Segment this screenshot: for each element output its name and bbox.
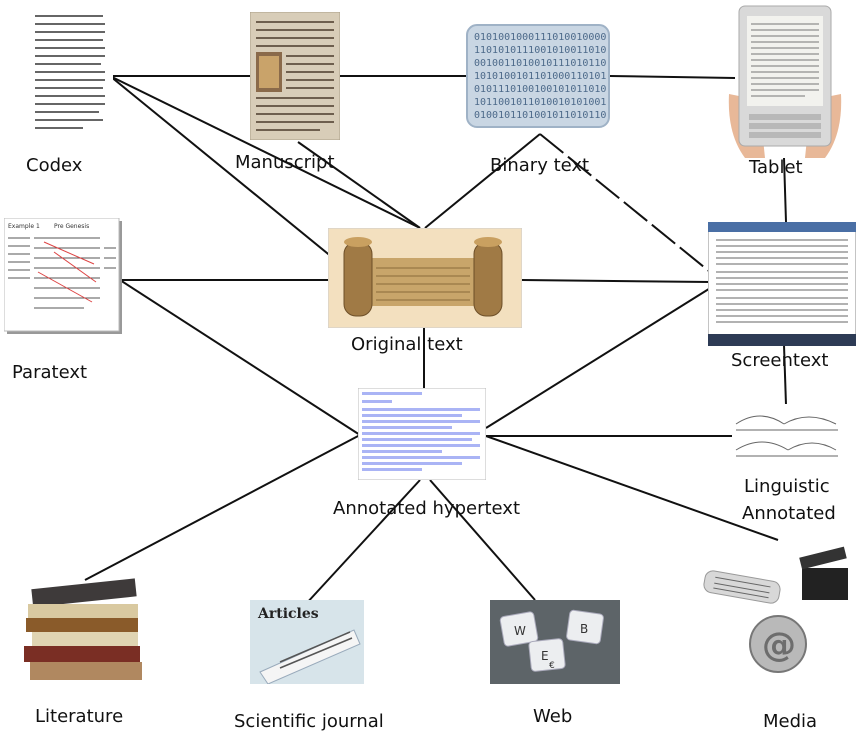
media-image: @ [703,546,848,673]
svg-text:0010011010010111010110: 0010011010010111010110 [474,58,606,69]
manuscript-image [250,12,340,140]
svg-text:0101110100100101011010: 0101110100100101011010 [474,84,606,95]
line-annotated-web [429,479,536,601]
label-binary-text: Binary text [490,155,590,176]
label-codex: Codex [26,155,83,176]
annotated-hypertext-image [358,388,486,480]
label-linguistic: Linguistic [744,476,830,497]
codex-image [33,8,113,133]
line-annotated-media [485,435,779,541]
line-paratext-annotated [119,279,361,436]
svg-text:1101010111001010011010: 1101010111001010011010 [474,45,606,56]
line-binary-screentext [539,133,721,281]
label-web: Web [533,706,573,727]
line-annotated-journal [304,479,421,606]
line-codex-original [109,75,421,229]
line-binary-original [424,133,541,229]
svg-text:0101001000111010010000: 0101001000111010010000 [474,32,606,43]
label-literature: Literature [35,706,124,727]
line-codex-original-2 [109,75,339,263]
articles-caption: Articles [257,606,319,622]
paratext-title: Pre Genesis [54,223,89,230]
label-annotated: Annotated [742,503,836,524]
label-screentext: Screentext [731,350,829,371]
label-scientific-journal: Scientific journal [234,711,384,732]
literature-image [24,578,142,680]
linguistic-annotated-image [732,404,842,468]
key-b: B [580,622,588,636]
line-screentext-linguistic [783,344,787,406]
line-binary-tablet [609,75,736,79]
label-media: Media [763,711,818,732]
label-original-text: Original text [351,334,463,355]
original-text-image [328,228,522,328]
screentext-image [708,222,856,346]
key-e: E [541,649,549,663]
label-annotated-hypertext: Annotated hypertext [333,498,520,519]
key-w: W [514,624,526,638]
svg-text:0100101101001011010110: 0100101101001011010110 [474,110,606,121]
line-tablet-screentext [783,157,787,223]
line-original-screentext [521,279,711,283]
tablet-image [728,5,842,158]
binary-text-image: 0101001000111010010000 11010101110010100… [466,24,610,128]
svg-text:1010100101101000110101: 1010100101101000110101 [474,71,606,82]
line-annotated-literature [84,434,361,581]
paratext-heading: Example 1 [8,223,40,230]
label-tablet: Tablet [749,157,803,178]
line-manuscript-original [297,141,421,229]
label-manuscript: Manuscript [235,152,335,173]
line-annotated-screentext [485,281,721,429]
web-image: W B E € [490,600,620,684]
key-euro: € [549,661,555,671]
paratext-image: Example 1 Pre Genesis [4,218,122,334]
label-paratext: Paratext [12,362,88,383]
scientific-journal-image: Articles [250,600,364,684]
svg-text:@: @ [762,625,796,665]
svg-text:1011001011010010101001: 1011001011010010101001 [474,97,606,108]
